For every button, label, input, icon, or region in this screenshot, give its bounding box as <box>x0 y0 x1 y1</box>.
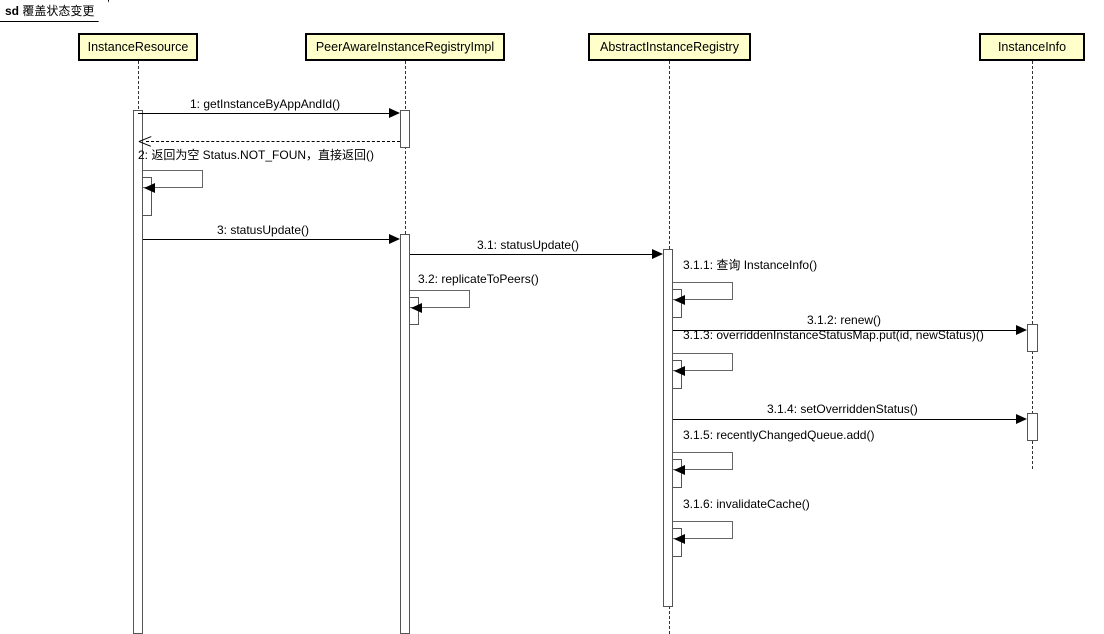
message-self-loop-3-1-1 <box>673 282 733 300</box>
message-self-loop-3-1-6 <box>673 521 733 539</box>
lifeline-instance-info <box>1032 61 1033 469</box>
frame-keyword: sd <box>5 4 20 18</box>
lifeline-label-instance-info: InstanceInfo <box>997 40 1067 54</box>
message-self-arrowhead-3-1-3 <box>674 366 685 376</box>
message-self-loop-2 <box>143 170 203 188</box>
message-line-3-1-2 <box>673 330 1020 331</box>
activation-instance-resource-self <box>142 177 152 216</box>
message-label-3: 3: statusUpdate() <box>217 223 310 237</box>
message-arrowhead-3-1-4 <box>1016 414 1027 424</box>
message-label-3-1: 3.1: statusUpdate() <box>477 238 580 252</box>
message-arrowhead-3-1 <box>652 249 663 259</box>
frame-title-tab: sd 覆盖状态变更 <box>0 0 109 22</box>
message-label-3-1-2: 3.1.2: renew() <box>807 313 882 327</box>
message-arrowhead-1 <box>389 108 400 118</box>
message-self-arrowhead-2 <box>144 183 155 193</box>
message-label-3-1-6: 3.1.6: invalidateCache() <box>683 497 810 511</box>
activation-peer-aware-msg1 <box>400 110 410 148</box>
message-line-3 <box>143 239 393 240</box>
message-arrowhead-3 <box>389 234 400 244</box>
message-self-loop-3-1-3 <box>673 353 733 371</box>
message-self-loop-3-2 <box>410 290 470 308</box>
lifeline-head-instance-resource[interactable]: InstanceResource <box>78 33 198 61</box>
message-line-3-1-4 <box>673 419 1020 420</box>
message-self-arrowhead-3-1-5 <box>674 465 685 475</box>
lifeline-label-instance-resource: InstanceResource <box>87 40 189 54</box>
message-label-1: 1: getInstanceByAppAndId() <box>190 97 341 111</box>
message-label-3-1-5: 3.1.5: recentlyChangedQueue.add() <box>683 428 875 442</box>
lifeline-label-peer-aware-instance-registry-impl: PeerAwareInstanceRegistryImpl <box>315 40 495 54</box>
message-line-2 <box>146 141 400 142</box>
message-line-3-1 <box>410 254 653 255</box>
message-arrowhead-2 <box>138 135 152 147</box>
lifeline-head-instance-info[interactable]: InstanceInfo <box>979 33 1085 61</box>
message-label-3-2: 3.2: replicateToPeers() <box>418 272 539 286</box>
message-self-arrowhead-3-2 <box>411 303 422 313</box>
lifeline-label-abstract-instance-registry: AbstractInstanceRegistry <box>600 40 739 54</box>
message-arrowhead-3-1-2 <box>1016 325 1027 335</box>
activation-peer-aware-msg3 <box>400 234 410 634</box>
message-self-arrowhead-3-1-1 <box>674 295 685 305</box>
frame-name: 覆盖状态变更 <box>22 4 95 18</box>
activation-instance-info-renew <box>1027 324 1038 352</box>
lifeline-head-abstract-instance-registry[interactable]: AbstractInstanceRegistry <box>588 33 751 61</box>
message-label-2: 2: 返回为空 Status.NOT_FOUN，直接返回() <box>138 148 375 162</box>
message-line-1 <box>138 113 393 114</box>
message-label-3-1-3: 3.1.3: overriddenInstanceStatusMap.put(i… <box>683 328 984 342</box>
message-self-loop-3-1-5 <box>673 452 733 470</box>
message-self-arrowhead-3-1-6 <box>674 534 685 544</box>
lifeline-head-peer-aware-instance-registry-impl[interactable]: PeerAwareInstanceRegistryImpl <box>305 33 505 61</box>
message-label-3-1-4: 3.1.4: setOverriddenStatus() <box>767 402 918 416</box>
message-label-3-1-1: 3.1.1: 查询 InstanceInfo() <box>683 258 818 272</box>
activation-instance-info-set-overridden-status <box>1027 413 1038 441</box>
activation-abstract-registry <box>663 249 673 607</box>
